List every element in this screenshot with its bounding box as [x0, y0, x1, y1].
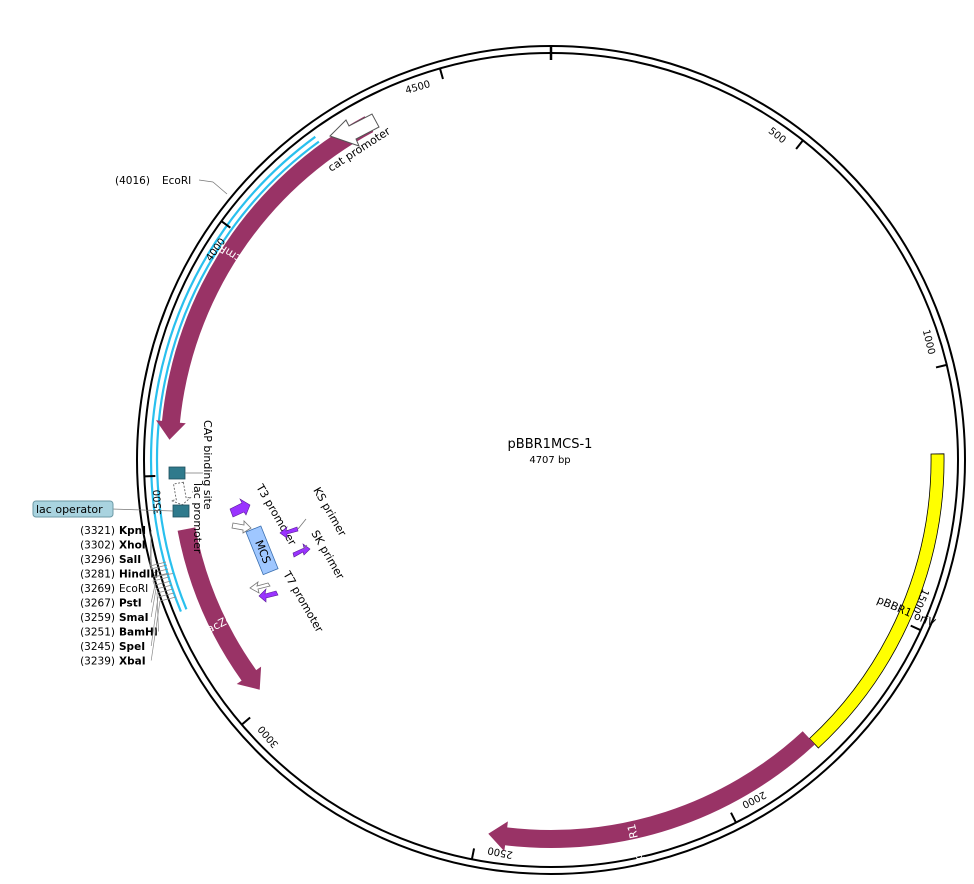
rep-feature[interactable]	[488, 731, 815, 852]
site-position: (3296)	[80, 554, 115, 566]
site-position: (3269)	[80, 583, 115, 595]
site-leader	[156, 588, 174, 632]
lacz-feature[interactable]	[177, 527, 262, 690]
mcs-site-list: (3321) KpnI (3302) XhoI (3296) SalI (3281) Hind…	[80, 525, 177, 668]
site-name: XhoI	[119, 540, 146, 552]
t3-outline-arrow	[231, 520, 252, 534]
site-position: (3267)	[80, 598, 115, 610]
site-sali[interactable]: (3296) SalI	[80, 554, 141, 566]
highlight-arc-inner	[155, 140, 320, 610]
tick-mark	[910, 624, 922, 632]
site-name: BamHI	[119, 627, 158, 639]
site-leader-ecori-4016	[198, 179, 214, 183]
site-position: (4016)	[115, 175, 150, 187]
mcs-feature[interactable]	[245, 525, 279, 576]
tick-label: 4500	[404, 79, 431, 97]
site-name: KpnI	[119, 525, 146, 537]
ks-primer-feature[interactable]	[279, 526, 299, 539]
site-leader	[150, 580, 172, 603]
site-leader	[150, 584, 173, 618]
site-position: (3302)	[80, 540, 115, 552]
site-name: SalI	[119, 554, 141, 566]
site-leader-ecori-4016-b	[212, 181, 228, 195]
sk-primer-feature[interactable]	[292, 543, 311, 558]
site-name: HindIII	[119, 569, 158, 581]
site-position: (3281)	[80, 569, 115, 581]
site-psti[interactable]: (3267) PstI	[80, 598, 142, 610]
site-xbai[interactable]: (3239) XbaI	[80, 656, 146, 668]
site-position: (3251)	[80, 627, 115, 639]
tick-mark	[470, 848, 476, 860]
tick-label: 3500	[152, 489, 164, 515]
site-position: (3321)	[80, 525, 115, 537]
cap-site-feature[interactable]	[168, 466, 186, 480]
site-ecori-4016[interactable]: (4016) EcoRI	[115, 175, 191, 187]
cap-site-label: CAP binding site	[201, 420, 214, 510]
plasmid-name: pBBR1MCS-1	[508, 437, 593, 452]
t7-outline-arrow	[249, 581, 271, 594]
site-name: PstI	[119, 598, 142, 610]
tick-label: 500	[766, 126, 788, 146]
site-leader	[150, 596, 177, 661]
tick-mark	[220, 220, 231, 229]
lac-promoter-label: lac promoter	[191, 483, 204, 554]
site-ecori[interactable]: (3269) EcoRI	[80, 583, 148, 595]
site-leader	[150, 558, 169, 574]
site-position: (3259)	[80, 612, 115, 624]
site-name: SpeI	[119, 641, 145, 653]
cat-promoter-feature[interactable]	[329, 113, 380, 147]
site-hindiii[interactable]: (3281) HindIII	[80, 569, 158, 581]
tick-label: 1000	[920, 328, 937, 355]
site-leader	[150, 544, 168, 570]
site-smai[interactable]: (3259) SmaI	[80, 612, 148, 624]
sk-primer-leader	[302, 544, 308, 550]
t3-promoter-feature[interactable]	[229, 498, 251, 518]
ks-primer-leader	[297, 518, 307, 530]
site-position: (3239)	[80, 656, 115, 668]
site-xhoi[interactable]: (3302) XhoI	[80, 540, 146, 552]
tick-label: 2500	[487, 844, 514, 860]
t7-promoter-label: T7 promoter	[280, 568, 326, 635]
lac-operator-leader	[111, 508, 174, 512]
tick-mark	[935, 363, 947, 369]
site-leader	[150, 592, 175, 647]
site-position: (3245)	[80, 641, 115, 653]
tick-mark	[795, 139, 804, 150]
highlight-arc	[149, 135, 316, 613]
site-name: EcoRI	[119, 583, 148, 595]
t7-promoter-feature[interactable]	[258, 588, 279, 603]
site-leader	[152, 572, 174, 578]
tick-mark	[241, 716, 251, 726]
ori-feature[interactable]	[808, 453, 945, 749]
site-spei[interactable]: (3245) SpeI	[80, 641, 145, 653]
cmr-feature[interactable]	[156, 116, 374, 440]
tick-mark	[730, 812, 737, 823]
plasmid-length: 4707 bp	[529, 455, 570, 466]
site-name: XbaI	[119, 656, 146, 668]
site-leader	[149, 529, 167, 567]
lac-promoter-feature[interactable]	[169, 481, 193, 506]
site-bamhi[interactable]: (3251) BamHI	[80, 627, 158, 639]
site-name: EcoRI	[162, 175, 191, 187]
lac-operator-feature[interactable]	[172, 504, 190, 518]
lac-operator-badge[interactable]	[32, 500, 114, 518]
lac-operator-label: lac operator	[36, 503, 103, 516]
site-name: SmaI	[119, 612, 149, 624]
tick-mark	[439, 68, 444, 80]
site-kpni[interactable]: (3321) KpnI	[80, 525, 146, 537]
